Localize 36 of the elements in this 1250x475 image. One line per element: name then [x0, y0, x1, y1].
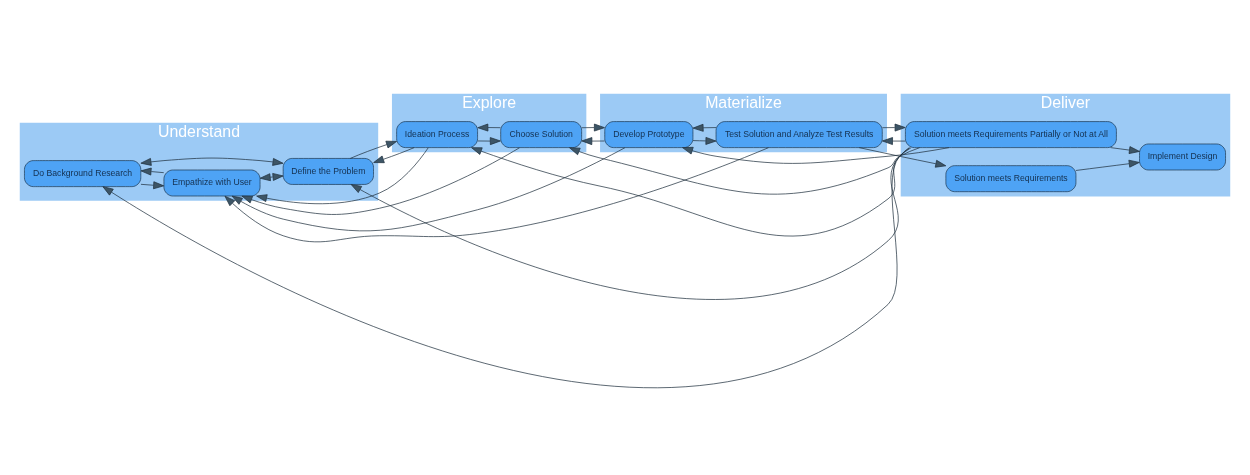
- arrow: [241, 147, 520, 215]
- arrow: [373, 147, 415, 164]
- arrow: [692, 137, 717, 145]
- arrow: [581, 123, 605, 132]
- node-box: Do Background Research: [24, 160, 142, 187]
- arrow: [692, 123, 717, 132]
- node-box: Test Solution and Analyze Test Results: [715, 121, 883, 148]
- arrow: [882, 123, 906, 132]
- arrow: [231, 147, 626, 232]
- arrow: [858, 147, 947, 168]
- arrow: [140, 167, 165, 176]
- arrow: [140, 157, 284, 166]
- arrow: [256, 147, 429, 205]
- node-box: Define the Problem: [282, 158, 374, 185]
- node-box: Ideation Process: [396, 121, 478, 148]
- arrow: [477, 137, 501, 145]
- arrow: [259, 173, 284, 182]
- arrow: [581, 137, 605, 145]
- arrow: [1075, 159, 1140, 171]
- node-box: Solution meets Requirements: [945, 165, 1077, 193]
- arrow: [882, 137, 906, 145]
- arrow: [569, 147, 920, 195]
- node-box: Implement Design: [1139, 143, 1226, 171]
- arrow: [477, 123, 501, 132]
- node-box: Develop Prototype: [604, 121, 694, 148]
- node-box: Empathize with User: [163, 169, 261, 197]
- node-box: Solution meets Requirements Partially or Not at All: [905, 121, 1117, 148]
- node-box: Choose Solution: [500, 121, 582, 148]
- arrow: [682, 146, 950, 164]
- arrow: [349, 140, 397, 159]
- arrow: [140, 181, 165, 190]
- arrow: [350, 147, 911, 300]
- arrow: [1110, 146, 1140, 154]
- arrow: [471, 147, 912, 237]
- arrow: [102, 147, 910, 388]
- arrow: [224, 147, 769, 243]
